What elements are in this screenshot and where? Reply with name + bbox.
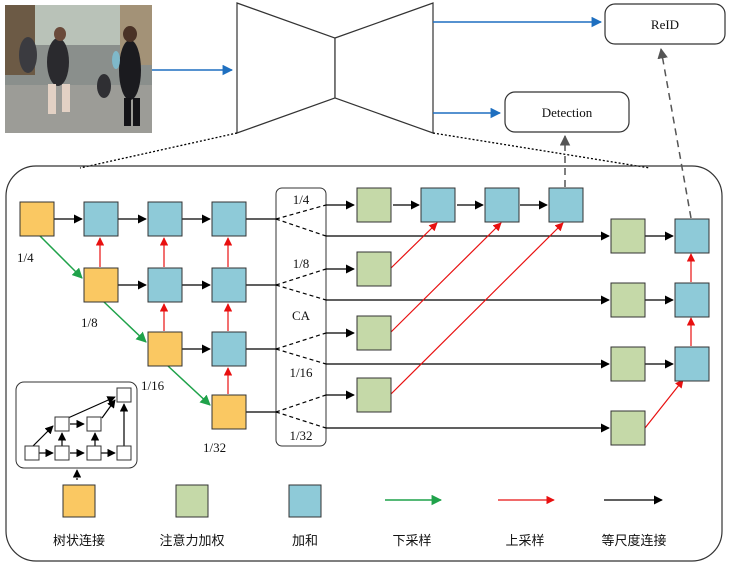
legend-sum-swatch bbox=[288, 484, 322, 518]
scale-label-1-32: 1/32 bbox=[203, 440, 226, 455]
legend: 树状连接 注意力加权 加和 下采样 上采样 等尺度连接 bbox=[53, 484, 667, 548]
ca-split-dashes bbox=[275, 204, 327, 429]
attention-nodes bbox=[356, 187, 646, 446]
zoom-line-left bbox=[79, 132, 238, 169]
scale-label-1-8: 1/8 bbox=[81, 315, 98, 330]
input-image bbox=[5, 5, 152, 133]
zoom-line-right bbox=[432, 132, 651, 169]
same-scale-connections bbox=[54, 200, 674, 433]
detection-box bbox=[504, 91, 630, 133]
reid-box bbox=[604, 3, 726, 45]
legend-attention-label: 注意力加权 bbox=[159, 533, 224, 548]
legend-down-label: 下采样 bbox=[392, 533, 431, 548]
legend-tree-swatch bbox=[62, 484, 96, 518]
decoder-shape bbox=[334, 2, 434, 134]
ca-label: CA bbox=[292, 308, 311, 323]
scale-label-1-16: 1/16 bbox=[141, 378, 165, 393]
legend-tree-label: 树状连接 bbox=[53, 533, 105, 548]
ca-module bbox=[275, 187, 327, 447]
ca-scale-1-8: 1/8 bbox=[293, 256, 310, 271]
ca-scale-1-16: 1/16 bbox=[289, 365, 313, 380]
legend-attention-swatch bbox=[175, 484, 209, 518]
detail-panel bbox=[5, 165, 723, 562]
detection-label: Detection bbox=[542, 105, 593, 120]
tree-nodes bbox=[19, 201, 247, 430]
reid-label: ReID bbox=[651, 17, 679, 32]
tree-inset bbox=[15, 381, 138, 469]
encoder-shape bbox=[236, 2, 336, 134]
legend-same-label: 等尺度连接 bbox=[601, 533, 666, 548]
ca-scale-1-32: 1/32 bbox=[289, 428, 312, 443]
scale-label-1-4: 1/4 bbox=[17, 250, 34, 265]
upsample-connections bbox=[95, 222, 696, 429]
downsample-connections bbox=[39, 235, 211, 406]
to-reid-arrow bbox=[657, 47, 692, 219]
ca-scale-1-4: 1/4 bbox=[293, 192, 310, 207]
sum-nodes bbox=[83, 187, 710, 382]
legend-sum-label: 加和 bbox=[292, 533, 318, 548]
legend-up-label: 上采样 bbox=[505, 533, 544, 548]
